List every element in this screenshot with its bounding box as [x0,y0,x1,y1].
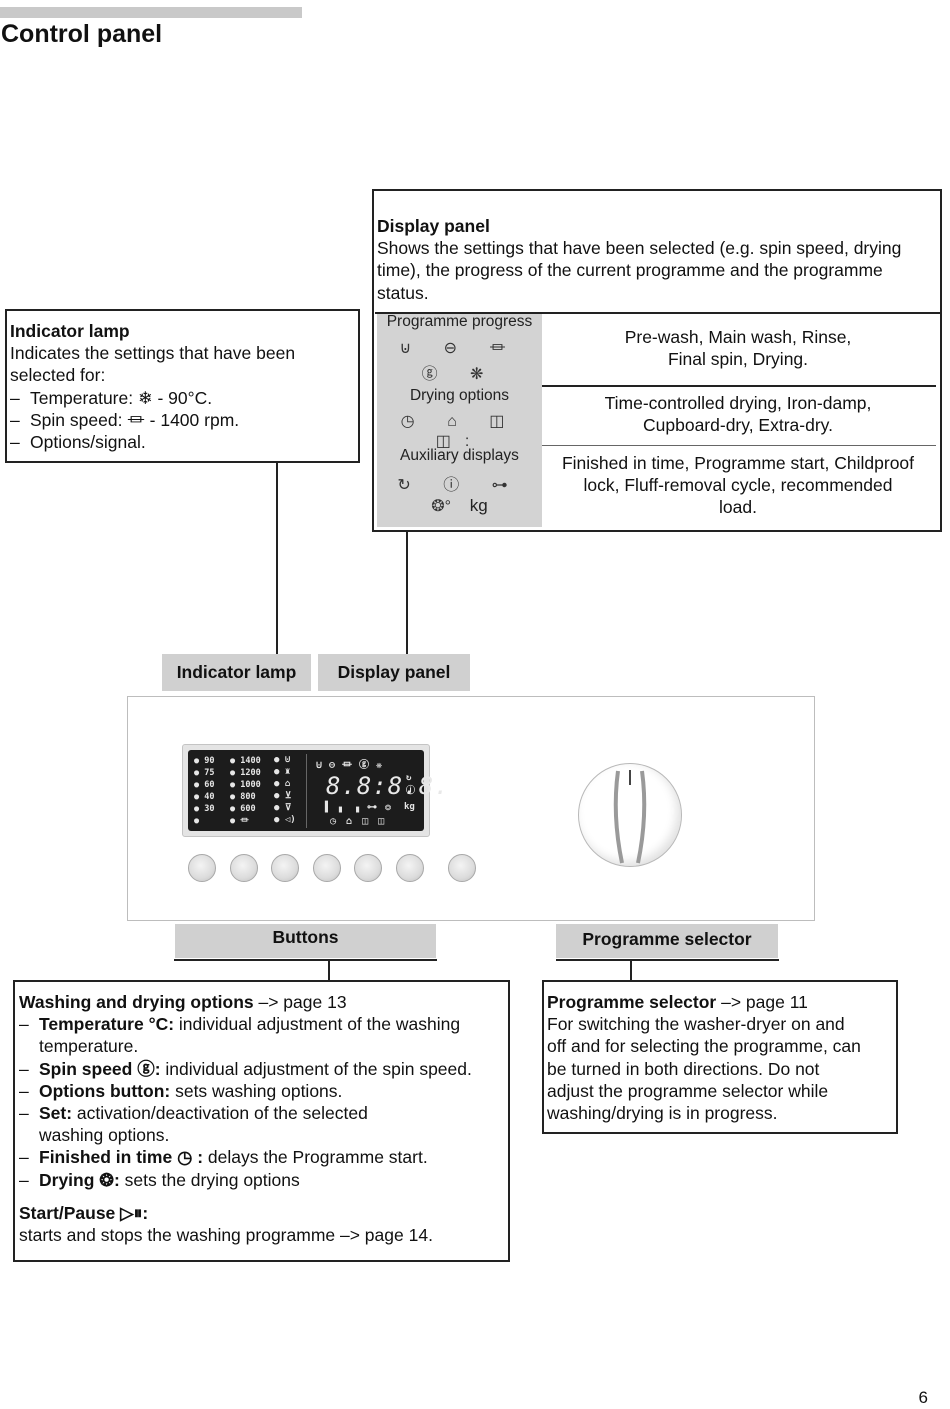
programme-selector-box: Programme selector –> page 11 For switch… [542,980,898,1134]
speed-value: 800 [240,792,256,802]
drying-label: Drying ❂: [39,1169,120,1190]
options-button-label: Options button: [39,1080,171,1101]
programme-progress-icons: ⊍ ⊖ ⏛ [399,340,520,357]
indicator-lamp-text: Indicates the settings that have been [10,343,296,364]
list-item: Temperature: ❄ - 90°C. [30,387,213,408]
auxiliary-displays-label: Auxiliary displays [400,447,519,464]
list-item: Options/signal. [30,432,146,453]
drying-options-icons: ◷ ⌂ ◫ ◫: [400,413,519,450]
display-panel-text: Shows the settings that have been select… [377,238,902,303]
temp-value: 40 [204,792,215,802]
temp-value: 75 [204,768,215,778]
temp-value: 90 [204,756,215,766]
finished-in-time-desc: delays the Programme start. [203,1147,428,1168]
control-panel-illustration: ● 90 ● 75 ● 60 ● 40 ● 30 ● ● 1400 ● 1200… [127,696,815,921]
programme-progress-desc: Pre-wash, Main wash, Rinse, [624,327,852,347]
tag-underline [556,959,779,961]
finished-in-time-button[interactable] [354,854,382,882]
list-item: Spin speed: ⏛ - 1400 rpm. [30,409,240,430]
indicator-lamp-heading: Indicator lamp [10,321,130,341]
drying-options-icons: ◷⌂◫◫ [330,816,395,827]
options-button[interactable] [271,854,299,882]
auxiliary-displays-desc: Finished in time, Programme start, Child… [561,453,915,473]
page-reference: –> page 13 [253,992,347,1012]
start-pause-desc: starts and stops the washing programme –… [19,1225,433,1246]
temperature-label: Temperature °C: [39,1014,175,1035]
indicator-lamp-tag: Indicator lamp [162,654,311,691]
leader-line [328,961,330,981]
display-panel-box: Display panel Shows the settings that ha… [372,189,942,532]
temperature-desc: individual adjustment of the washing [174,1014,461,1035]
drying-desc: sets the drying options [119,1169,300,1190]
auxiliary-displays-desc: load. [719,497,757,518]
header-bar [0,7,302,18]
page-number: 6 [918,1388,928,1407]
drying-options-desc: Cupboard-dry, Extra-dry. [643,415,833,436]
set-desc: washing options. [39,1125,170,1146]
spin-speed-button[interactable] [230,854,258,882]
indicator-lamp-text: selected for: [10,365,106,386]
auxiliary-displays-icons: ↻ ⓘ ⊶ [397,477,522,494]
display-panel: ● 90 ● 75 ● 60 ● 40 ● 30 ● ● 1400 ● 1200… [188,750,449,831]
spin-speed-desc: individual adjustment of the spin speed. [160,1058,472,1079]
drying-options-desc: Time-controlled drying, Iron-damp, [604,393,872,413]
drying-options-label: Drying options [409,387,510,404]
start-pause-heading: Start/Pause ▷⏸: [19,1202,149,1223]
knob-grip-icon [613,770,647,864]
temperature-desc: temperature. [39,1036,139,1057]
programme-selector-text: off and for selecting the programme, can [547,1036,861,1057]
indicator-lamp-box: Indicator lamp Indicates the settings th… [5,309,360,463]
seven-segment-display: 8.8:8.8. [326,772,450,800]
kg-indicator: kg [404,802,415,812]
set-button[interactable] [313,854,341,882]
options-button-desc: sets washing options. [170,1080,343,1101]
temp-value: 60 [204,780,215,790]
programme-progress-label: Programme progress [386,313,533,330]
temp-value: 30 [204,804,215,814]
programme-progress-desc: Final spin, Drying. [667,349,809,370]
display-panel-tag: Display panel [318,654,470,691]
buttons-tag: Buttons [175,924,436,958]
display-panel-heading: Display panel [377,216,490,236]
programme-selector-heading: Programme selector [547,992,717,1012]
page-reference: –> page 11 [716,992,808,1012]
leader-line [630,961,632,981]
set-label: Set: [39,1103,73,1124]
programme-selector-text: be turned in both directions. Do not [547,1058,820,1079]
programme-selector-text: washing/drying is in progress. [547,1103,778,1124]
speed-value: 600 [240,804,256,814]
page-title: Control panel [1,20,163,48]
programme-progress-icons: ⊍⊖⏛ⓖ❋ [316,760,390,771]
programme-selector-tag: Programme selector [556,924,778,958]
spin-speed-label: Spin speed ⓖ: [39,1058,161,1079]
row-divider [542,445,936,446]
leader-line [276,463,278,656]
display-panel-label-column [377,313,542,527]
washing-options-box: Washing and drying options –> page 13 –T… [13,980,510,1262]
programme-progress-icons: ⓖ ❋ [421,366,498,383]
kg-label: kg [469,496,488,515]
speed-value: 1200 [240,768,261,778]
programme-selector-text: For switching the washer-dryer on and [547,1014,845,1035]
auxiliary-displays-desc: lock, Fluff-removal cycle, recommended [583,475,893,496]
load-icon: ❂° [431,498,452,515]
drying-button[interactable] [396,854,424,882]
speed-value: 1000 [240,780,261,790]
temperature-button[interactable] [188,854,216,882]
programme-selector-knob[interactable] [578,763,682,867]
start-pause-button[interactable] [448,854,476,882]
auxiliary-icons: ▌▖▗⊶❂ [325,802,400,813]
programme-selector-text: adjust the programme selector while [547,1080,829,1101]
finished-in-time-label: Finished in time ◷ : [39,1147,204,1168]
row-divider [375,312,940,314]
speed-value: 1400 [240,756,261,766]
leader-line [406,532,408,656]
washing-options-heading: Washing and drying options [19,992,254,1012]
row-divider [542,385,936,387]
set-desc: activation/deactivation of the selected [72,1103,368,1124]
tag-underline [174,959,437,961]
